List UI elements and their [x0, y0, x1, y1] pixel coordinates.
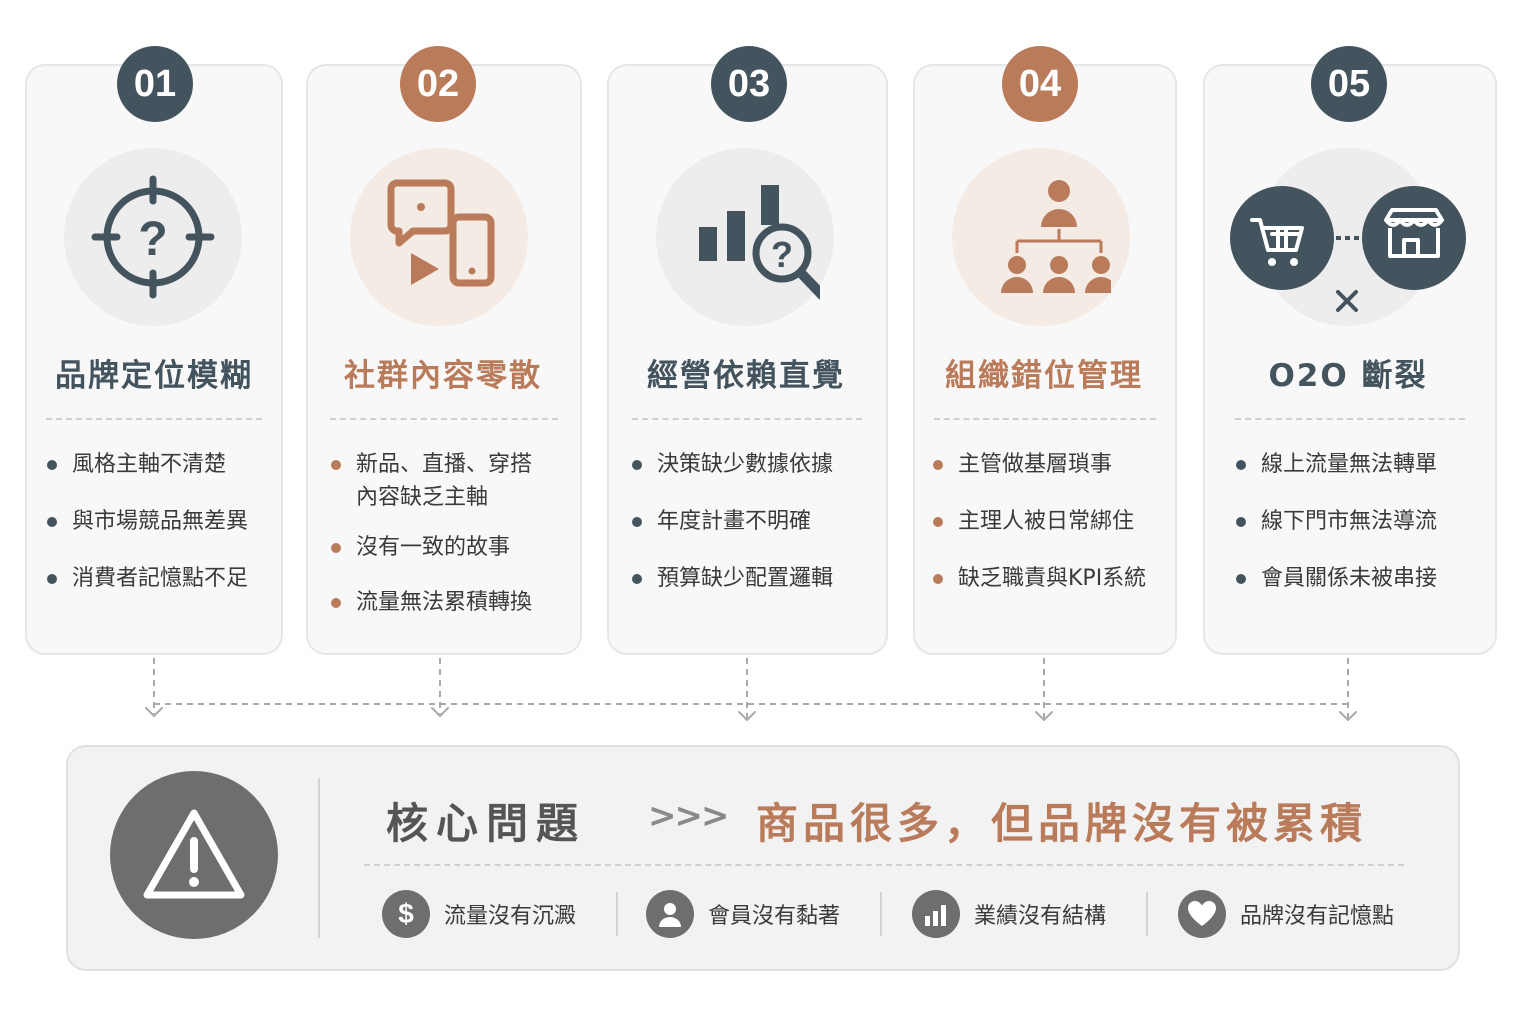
effect-text: 品牌沒有記憶點: [1240, 904, 1395, 929]
card-number-badge: 03: [711, 46, 787, 122]
card-divider: [934, 418, 1156, 420]
card-title: 品牌定位模糊: [55, 358, 253, 394]
bullet-item: 沒有一致的故事: [331, 531, 532, 564]
effect-separator: [1146, 892, 1148, 936]
core-problem-panel: [66, 745, 1460, 971]
icon-circle: ?: [656, 148, 834, 326]
effect-item: 業績沒有結構: [912, 890, 1106, 938]
bullet-item: 缺乏職責與KPI系統: [933, 562, 1146, 595]
bullet-item: 決策缺少數據依據: [632, 448, 833, 481]
effect-item: 品牌沒有記憶點: [1178, 890, 1394, 938]
card-number-badge: 05: [1311, 46, 1387, 122]
effect-item: $ 流量沒有沉澱: [382, 890, 576, 938]
bullet-list: 主管做基層瑣事 主理人被日常綁住 缺乏職責與KPI系統: [933, 448, 1146, 595]
bullet-item: 流量無法累積轉換: [331, 586, 532, 619]
bar-chart-magnifier-icon: ?: [699, 185, 820, 300]
card-number-badge: 01: [117, 46, 193, 122]
icon-circle: [350, 148, 528, 326]
effect-separator: [616, 892, 618, 936]
bullet-item: 年度計畫不明確: [632, 505, 833, 538]
core-label: 核心問題: [386, 799, 587, 848]
card-title: O2O 斷裂: [1268, 358, 1428, 394]
card-divider: [1235, 418, 1465, 420]
target-question-icon: ?: [91, 175, 215, 299]
bullet-item: 新品、直播、穿搭 內容缺乏主軸: [331, 448, 532, 514]
bullet-list: 線上流量無法轉單 線下門市無法導流 會員關係未被串接: [1236, 448, 1437, 595]
card-divider: [330, 418, 558, 420]
card-title: 經營依賴直覺: [647, 358, 845, 394]
card-number-badge: 02: [400, 46, 476, 122]
bullet-list: 風格主軸不清楚 與市場競品無差異 消費者記憶點不足: [47, 448, 248, 595]
core-divider: [364, 864, 1404, 866]
bullet-item: 預算缺少配置邏輯: [632, 562, 833, 595]
core-vertical-divider: [318, 778, 320, 938]
effect-text: 業績沒有結構: [974, 904, 1107, 929]
bullet-list: 決策缺少數據依據 年度計畫不明確 預算缺少配置邏輯: [632, 448, 833, 595]
dollar-icon: $: [382, 890, 430, 938]
effect-text: 會員沒有黏著: [708, 904, 841, 929]
card-number-badge: 04: [1002, 46, 1078, 122]
org-chart-icon: [1001, 180, 1111, 293]
icon-circle: ?: [64, 148, 242, 326]
cart-store-broken-link-icon: [1230, 186, 1466, 312]
card-divider: [46, 418, 262, 420]
effect-text: 流量沒有沉澱: [444, 904, 577, 929]
core-statement: 商品很多，但品牌沒有被累積: [756, 799, 1368, 848]
effect-item: 會員沒有黏著: [646, 890, 840, 938]
bullet-item: 與市場競品無差異: [47, 505, 248, 538]
bullet-item: 主管做基層瑣事: [933, 448, 1146, 481]
bullet-list: 新品、直播、穿搭 內容缺乏主軸 沒有一致的故事 流量無法累積轉換: [331, 448, 532, 619]
effect-separator: [880, 892, 882, 936]
bar-chart-icon: [912, 890, 960, 938]
bullet-item: 會員關係未被串接: [1236, 562, 1437, 595]
chevrons-right-icon: >>>: [648, 796, 729, 836]
bullet-item: 消費者記憶點不足: [47, 562, 248, 595]
bullet-item: 線上流量無法轉單: [1236, 448, 1437, 481]
svg-text:?: ?: [138, 213, 167, 266]
bullet-item: 風格主軸不清楚: [47, 448, 248, 481]
warning-icon: [143, 809, 245, 899]
heart-icon: [1178, 890, 1226, 938]
card-title: 社群內容零散: [344, 358, 542, 394]
card-divider: [632, 418, 862, 420]
warning-circle: [110, 771, 278, 939]
bullet-item: 線下門市無法導流: [1236, 505, 1437, 538]
bullet-item: 主理人被日常綁住: [933, 505, 1146, 538]
svg-text:?: ?: [771, 234, 793, 275]
user-icon: [646, 890, 694, 938]
card-title: 組織錯位管理: [945, 358, 1143, 394]
chat-play-phone-icon: [387, 179, 495, 287]
connector-lines: [145, 658, 1357, 722]
icon-circle: [952, 148, 1130, 326]
